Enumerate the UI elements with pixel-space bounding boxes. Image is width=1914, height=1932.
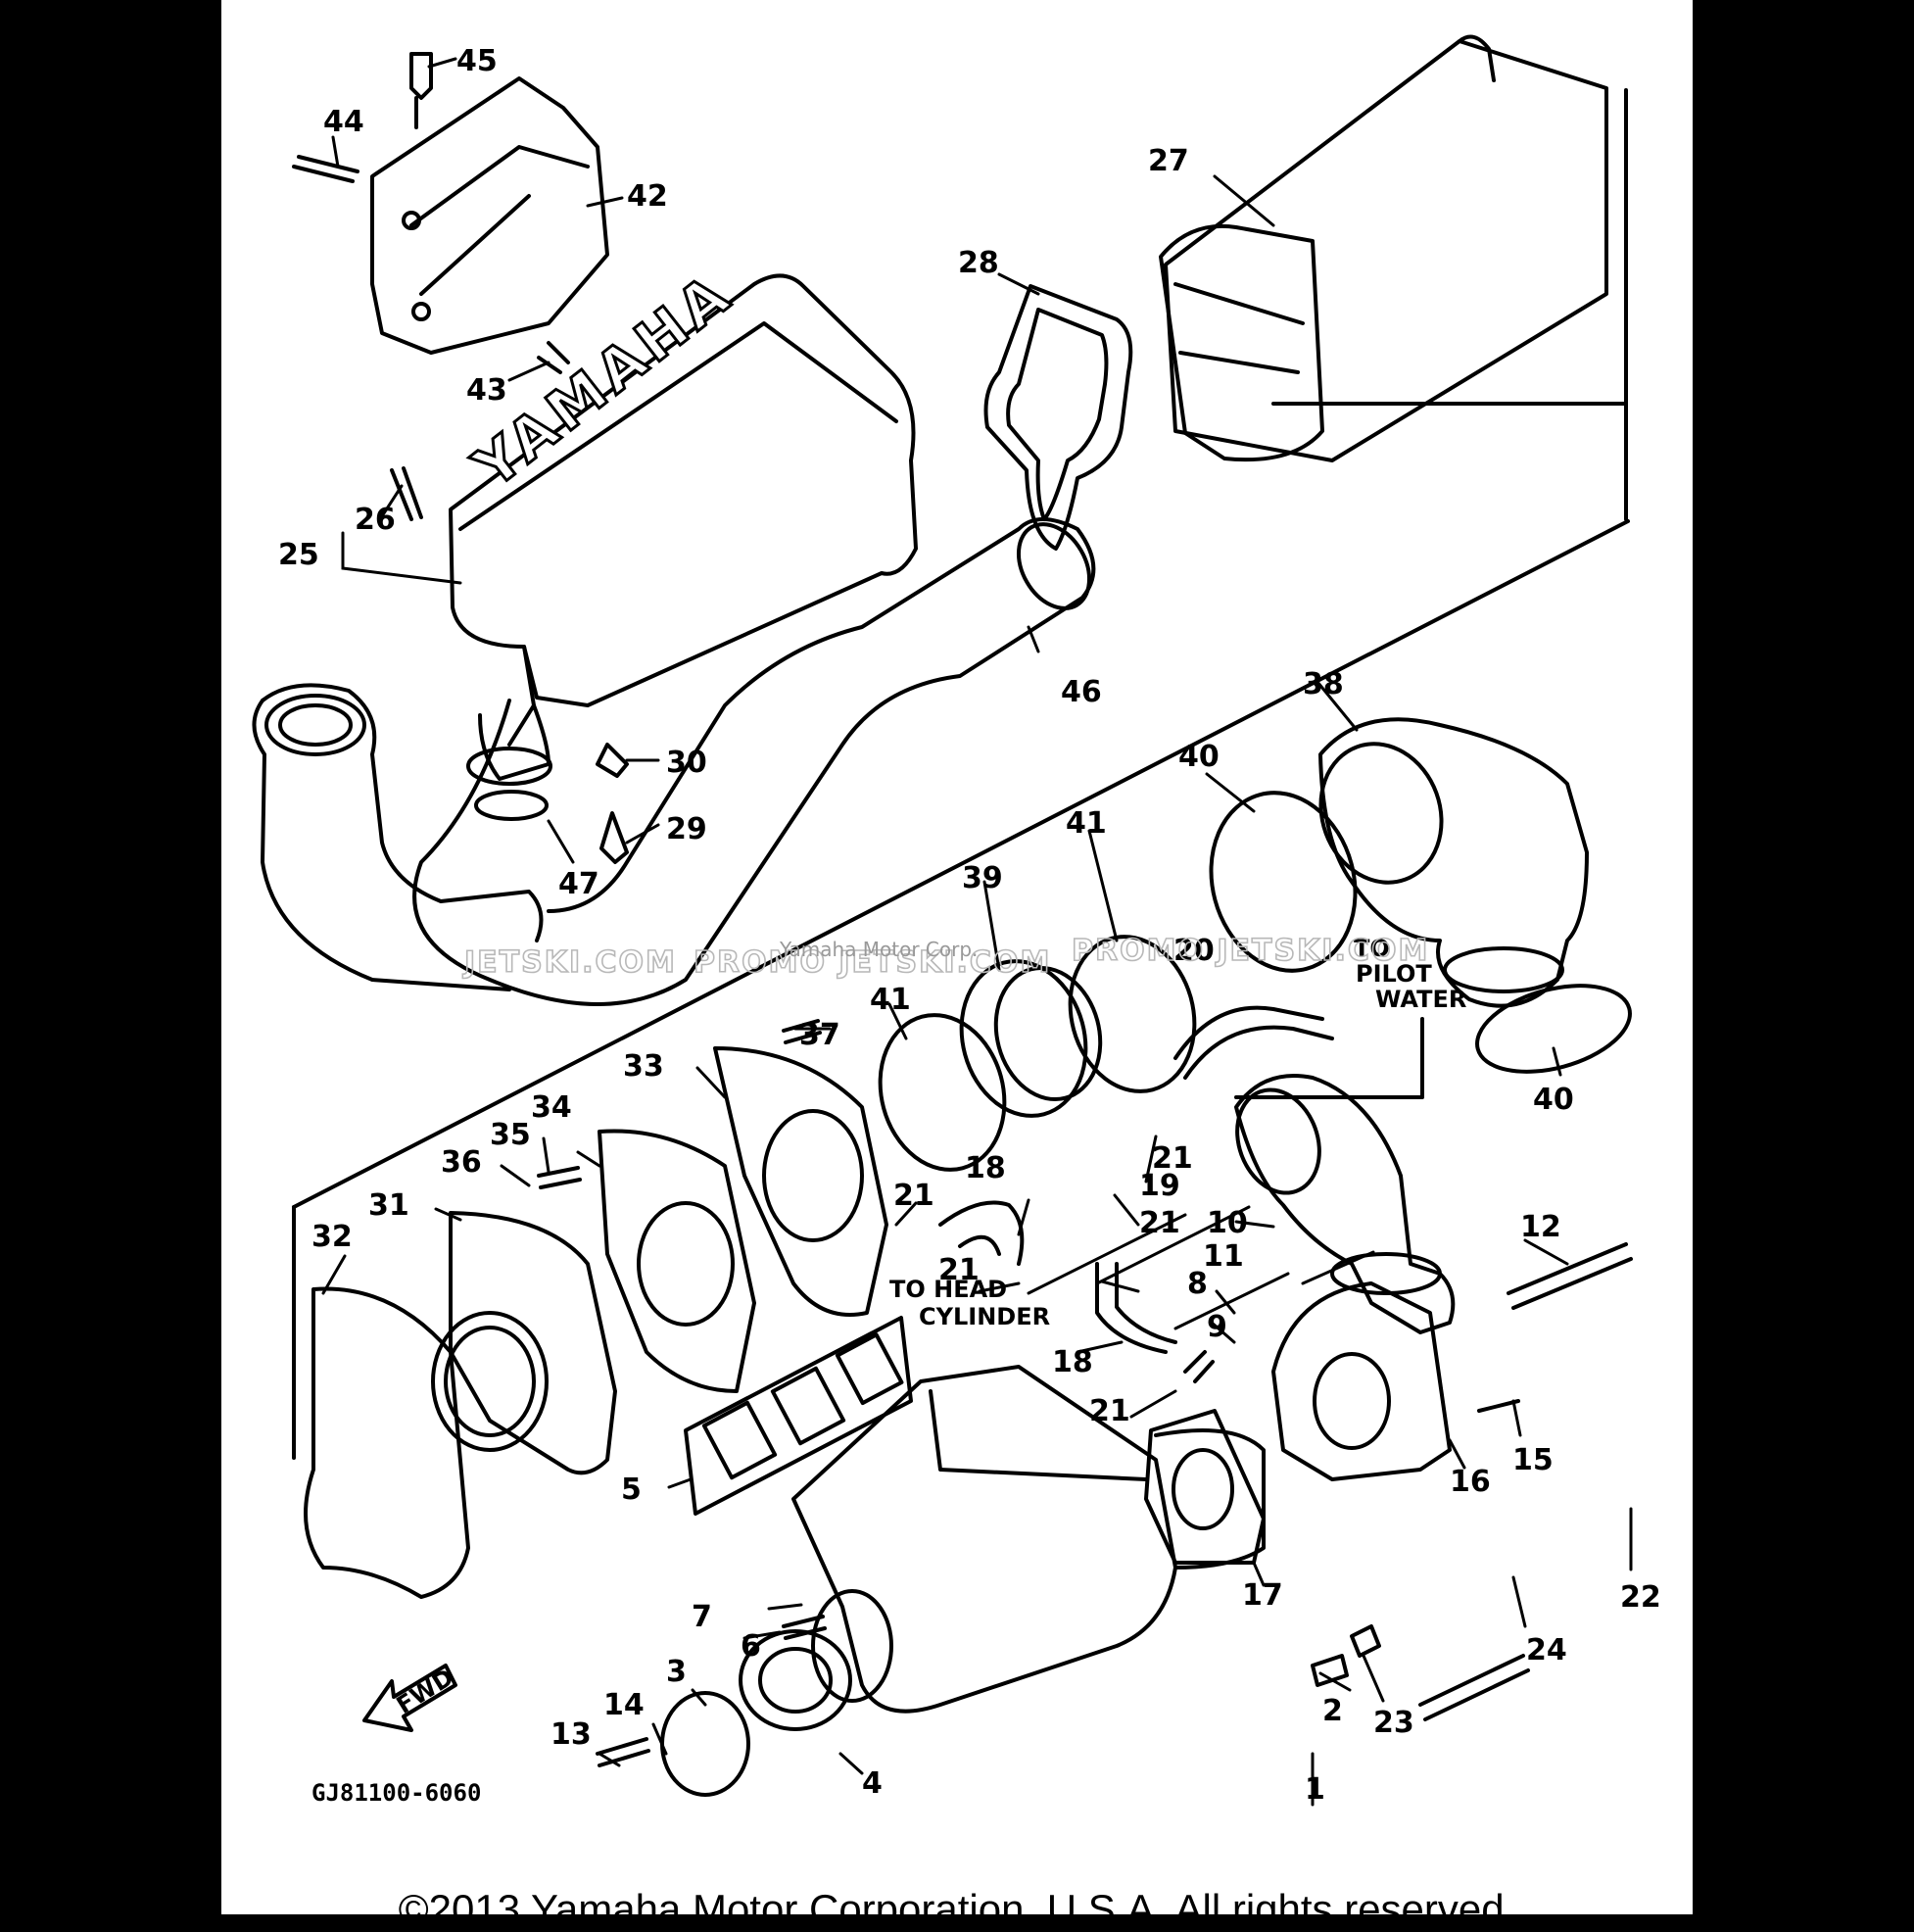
callout-27: 27 bbox=[1148, 144, 1189, 178]
water-box-25: YAMAHA bbox=[449, 258, 918, 781]
gasket-5 bbox=[684, 1316, 913, 1516]
callout-19: 19 bbox=[1139, 1169, 1180, 1203]
callout-35: 35 bbox=[490, 1118, 531, 1152]
callout-23: 23 bbox=[1373, 1706, 1414, 1740]
watermark-right: PROMO JETSKI.COM bbox=[1072, 934, 1429, 968]
water-hoses bbox=[938, 1005, 1334, 1354]
callout-16: 16 bbox=[1450, 1465, 1491, 1499]
watermark-small: Yamaha Motor Corp. bbox=[779, 938, 978, 961]
joint-17 bbox=[1144, 1281, 1452, 1565]
callout-22: 22 bbox=[1620, 1580, 1661, 1615]
callout-15: 15 bbox=[1512, 1443, 1554, 1477]
manifold-plates bbox=[304, 1046, 888, 1599]
muffler-27 bbox=[1159, 34, 1608, 462]
callout-41-upper: 41 bbox=[1066, 806, 1107, 841]
note-to-head: TO HEAD bbox=[889, 1276, 1007, 1303]
callout-45: 45 bbox=[456, 44, 498, 78]
fwd-arrow: FWD bbox=[362, 1664, 458, 1732]
callout-8: 8 bbox=[1187, 1267, 1208, 1301]
callout-26: 26 bbox=[355, 503, 396, 537]
fwd-label: FWD bbox=[392, 1664, 458, 1719]
note-to: TO bbox=[1354, 935, 1390, 962]
callout-3: 3 bbox=[666, 1655, 687, 1689]
callout-40-lower: 40 bbox=[1533, 1083, 1574, 1117]
clamps-and-sleeve bbox=[878, 791, 1632, 1172]
callout-37: 37 bbox=[799, 1018, 840, 1052]
callout-24: 24 bbox=[1526, 1633, 1567, 1667]
pipe-46 bbox=[412, 517, 1096, 1006]
callout-25: 25 bbox=[278, 538, 319, 572]
diagram-code: GJ81100-6060 bbox=[311, 1779, 481, 1807]
bracket-42 bbox=[370, 76, 609, 355]
copyright-notice: ©2013 Yamaha Motor Corporation, U.S.A. A… bbox=[398, 1886, 1516, 1932]
callout-39: 39 bbox=[962, 861, 1003, 895]
callout-18-lower: 18 bbox=[1052, 1345, 1093, 1379]
note-pilot: PILOT bbox=[1356, 960, 1432, 988]
callout-46: 46 bbox=[1061, 675, 1102, 709]
leader-lines bbox=[321, 57, 1633, 1807]
callout-29: 29 bbox=[666, 812, 707, 846]
callout-32: 32 bbox=[311, 1220, 353, 1254]
callout-21-e: 21 bbox=[1089, 1394, 1130, 1428]
callout-12: 12 bbox=[1520, 1210, 1561, 1244]
callout-10: 10 bbox=[1207, 1206, 1248, 1240]
note-water: WATER bbox=[1375, 986, 1466, 1013]
callout-40-upper: 40 bbox=[1178, 740, 1220, 774]
note-cylinder: CYLINDER bbox=[919, 1303, 1050, 1330]
callout-44: 44 bbox=[323, 105, 364, 139]
callout-21-a: 21 bbox=[893, 1179, 934, 1213]
routing-notes: TO HEAD CYLINDER TO PILOT WATER bbox=[889, 935, 1466, 1330]
callout-21-d: 21 bbox=[1139, 1206, 1180, 1240]
callout-34: 34 bbox=[531, 1090, 572, 1125]
diagram-sheet bbox=[221, 0, 1693, 1914]
callout-21-c: 21 bbox=[1152, 1141, 1193, 1176]
callout-47: 47 bbox=[558, 867, 599, 901]
manifold-1 bbox=[660, 1365, 1266, 1797]
upper-fasteners bbox=[292, 52, 629, 864]
callout-9: 9 bbox=[1207, 1310, 1227, 1344]
watermark-center: PROMO JETSKI.COM bbox=[694, 945, 1051, 980]
callout-43: 43 bbox=[466, 373, 507, 408]
callout-28: 28 bbox=[958, 246, 999, 280]
callout-20: 20 bbox=[1173, 934, 1215, 968]
elbow-pipe bbox=[1234, 1074, 1456, 1334]
callout-18-upper: 18 bbox=[965, 1151, 1006, 1185]
callout-6: 6 bbox=[741, 1629, 761, 1664]
callout-38: 38 bbox=[1303, 667, 1344, 701]
callout-17: 17 bbox=[1242, 1578, 1283, 1613]
callout-4: 4 bbox=[862, 1766, 883, 1801]
callout-31: 31 bbox=[368, 1188, 409, 1223]
callout-2: 2 bbox=[1322, 1694, 1343, 1728]
callout-42: 42 bbox=[627, 179, 668, 214]
callout-36: 36 bbox=[441, 1145, 482, 1180]
watermark-left: JETSKI.COM bbox=[462, 945, 677, 980]
gasket-28 bbox=[983, 284, 1133, 551]
hose-47 bbox=[252, 683, 552, 991]
lower-fasteners bbox=[537, 1019, 1633, 1767]
callout-41-lower: 41 bbox=[870, 983, 911, 1017]
watermarks: JETSKI.COM PROMO JETSKI.COM PROMO JETSKI… bbox=[461, 933, 1429, 981]
group-frames bbox=[292, 88, 1630, 1460]
callout-7: 7 bbox=[692, 1600, 712, 1634]
callout-5: 5 bbox=[621, 1473, 642, 1507]
callout-13: 13 bbox=[550, 1717, 592, 1752]
callout-30: 30 bbox=[666, 746, 707, 780]
callout-labels: 45 44 42 43 27 28 26 25 46 30 29 47 38 4… bbox=[278, 44, 1661, 1807]
callout-21-b: 21 bbox=[938, 1253, 980, 1287]
callout-33: 33 bbox=[623, 1049, 664, 1084]
callout-11: 11 bbox=[1203, 1239, 1244, 1274]
callout-14: 14 bbox=[603, 1688, 645, 1722]
callout-1: 1 bbox=[1305, 1772, 1325, 1807]
